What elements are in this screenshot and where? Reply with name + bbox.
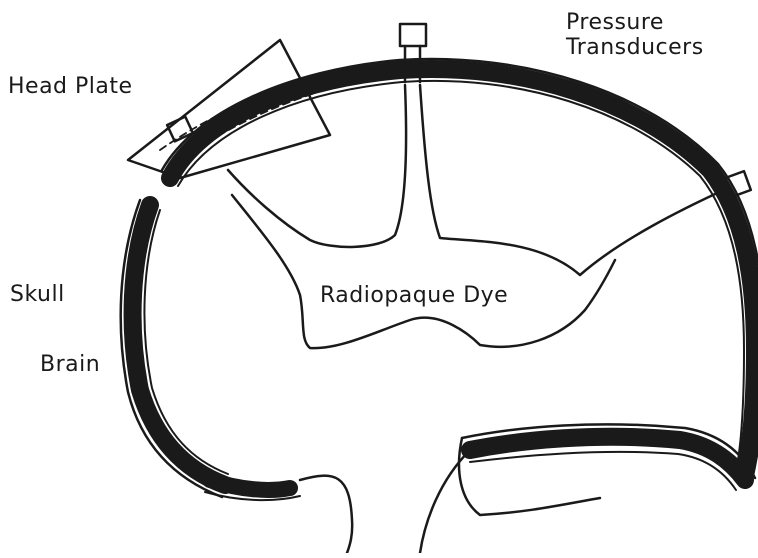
label-head-plate: Head Plate [8,74,133,99]
label-brain: Brain [40,352,100,377]
label-radiopaque-dye: Radiopaque Dye [320,283,508,308]
label-pressure-line2: Transducers [566,35,704,60]
label-pressure-line1: Pressure [566,10,704,35]
brain-stem [300,450,470,553]
label-pressure-transducers: Pressure Transducers [566,10,704,61]
label-skull: Skull [10,282,65,307]
